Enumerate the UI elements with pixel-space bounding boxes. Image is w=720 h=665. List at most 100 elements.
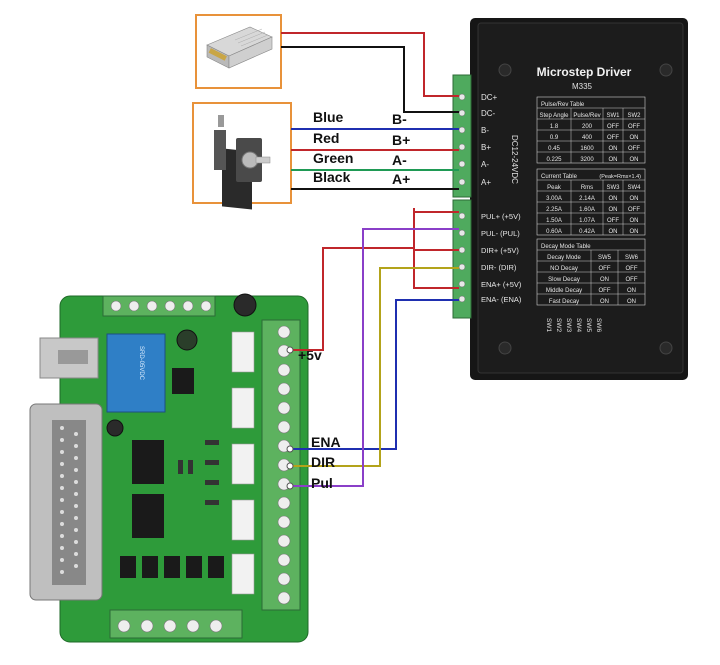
usb-port <box>39 337 99 379</box>
mount-hole-icon <box>659 341 673 355</box>
driver-terminal-label: ENA+ (+5V) <box>481 280 522 289</box>
table-cell: Decay Mode <box>547 255 581 261</box>
terminal-screw-icon <box>277 534 291 548</box>
table-cell: NO Decay <box>550 266 578 272</box>
terminal-screw-icon <box>277 515 291 529</box>
table-cell: SW5 <box>598 255 612 261</box>
mount-hole-icon <box>498 341 512 355</box>
wires <box>281 32 459 487</box>
table-cell: ON <box>627 288 636 294</box>
mount-hole-icon <box>498 63 512 77</box>
table-cell: OFF <box>607 135 619 141</box>
driver-terminal-label: DC+ <box>481 93 498 102</box>
table-cell: OFF <box>607 218 619 224</box>
switch-label: SW6 <box>595 318 602 332</box>
svg-text:SRD-05VDC: SRD-05VDC <box>138 346 144 381</box>
table-cell: 0.42A <box>579 229 595 235</box>
table-cell: ON <box>609 196 618 202</box>
switch-label: SW1 <box>545 318 552 332</box>
table-cell: OFF <box>626 277 638 283</box>
table-cell: OFF <box>599 266 611 272</box>
wire-pul <box>292 228 459 487</box>
terminal-screw-icon <box>277 363 291 377</box>
driver-terminal-label: PUL+ (+5V) <box>481 212 521 221</box>
table-cell: OFF <box>628 124 640 130</box>
chip <box>132 440 164 484</box>
table-cell: OFF <box>626 266 638 272</box>
table-cell: 2.25A <box>546 207 562 213</box>
driver-terminal-label: DC- <box>481 109 496 118</box>
driver-terminal-label: DIR- (DIR) <box>481 263 517 272</box>
table-cell: SW3 <box>606 185 620 191</box>
table-cell: 2.14A <box>579 196 595 202</box>
table-cell: ON <box>630 196 639 202</box>
table-cell: 0.60A <box>546 229 562 235</box>
driver-model: M335 <box>572 82 593 91</box>
table-cell: 400 <box>582 135 593 141</box>
label-pul: Pul <box>311 475 333 491</box>
table-cell: ON <box>609 229 618 235</box>
driver-terminal-labels: DC+DC-B-B+A-A+PUL+ (+5V)PUL- (PUL)DIR+ (… <box>458 93 522 304</box>
table-cell: SW4 <box>627 185 641 191</box>
wire-dc-plus <box>281 32 459 97</box>
driver-terminal-label: ENA- (ENA) <box>481 295 522 304</box>
driver-title: Microstep Driver <box>537 65 632 79</box>
driver-terminal-label: B- <box>481 126 489 135</box>
table-cell: 0.45 <box>548 146 560 152</box>
label-dir: DIR <box>311 454 335 470</box>
table-cell: Fast Decay <box>549 299 579 305</box>
driver-terminal-label: B+ <box>481 143 491 152</box>
table-cell: OFF <box>628 146 640 152</box>
table-cell: 3200 <box>580 157 594 163</box>
driver-terminal-label: PUL- (PUL) <box>481 229 520 238</box>
table-cell: ON <box>609 146 618 152</box>
terminal-screw-icon <box>458 178 466 186</box>
motor-wire-terminal-label: A- <box>392 152 407 168</box>
terminal-screw-icon <box>458 93 466 101</box>
table-cell: ON <box>609 207 618 213</box>
terminal-screw-icon <box>277 591 291 605</box>
table-cell: Pulse/Rev <box>573 113 600 119</box>
driver-terminal-label: A- <box>481 160 489 169</box>
table-cell: Middle Decay <box>546 288 582 294</box>
terminal-screw-icon <box>458 212 466 220</box>
table-cell: ON <box>627 299 636 305</box>
wire-ena <box>292 299 459 450</box>
wire-dir <box>292 267 459 467</box>
terminal-screw-icon <box>277 572 291 586</box>
terminal-screw-icon <box>458 246 466 254</box>
terminal-screw-icon <box>458 229 466 237</box>
terminal-screw-icon <box>458 109 466 117</box>
table-cell: ON <box>600 299 609 305</box>
wire-plus5v <box>292 247 414 351</box>
table-cell: ON <box>609 157 618 163</box>
table-cell: ON <box>630 157 639 163</box>
motor-wire-color-label: Green <box>313 150 353 166</box>
chip <box>172 368 194 394</box>
terminal-screw-icon <box>458 160 466 168</box>
terminal-screw-icon <box>277 420 291 434</box>
terminal-screw-icon <box>277 401 291 415</box>
table-cell: Rms <box>581 185 593 191</box>
table-cell: ON <box>630 135 639 141</box>
mount-hole-icon <box>659 63 673 77</box>
breakout-board: SRD-05VDC <box>29 293 322 643</box>
table-cell: 0.9 <box>550 135 559 141</box>
table-cell: SW1 <box>606 113 620 119</box>
table-cell: 1600 <box>580 146 594 152</box>
table-cell: 1.50A <box>546 218 562 224</box>
terminal-screw-icon <box>458 280 466 288</box>
table-cell: ON <box>630 229 639 235</box>
stepper-motor-image <box>192 102 292 210</box>
wire-dc-minus <box>281 46 459 113</box>
table-title: Pulse/Rev Table <box>541 102 585 108</box>
table-cell: 3.00A <box>546 196 562 202</box>
switch-label: SW5 <box>585 318 592 332</box>
power-supply-image <box>195 14 282 89</box>
motor-wire-color-label: Black <box>313 169 351 185</box>
motor-wire-terminal-label: B+ <box>392 132 410 148</box>
